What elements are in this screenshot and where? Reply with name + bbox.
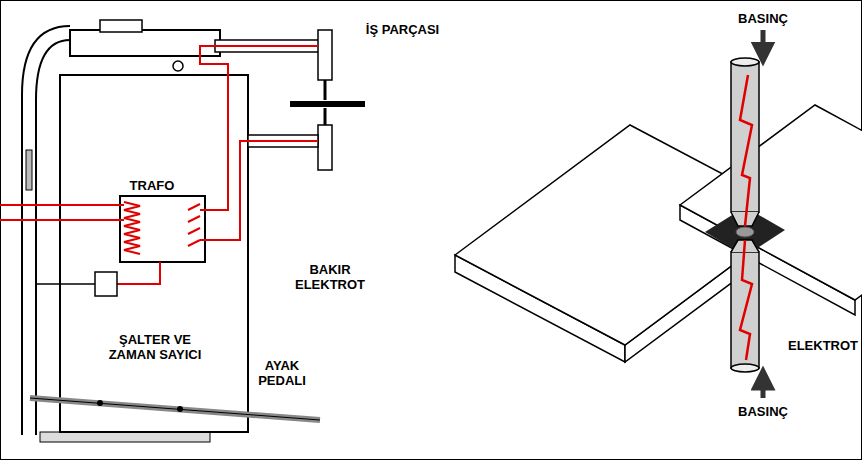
current-flash bbox=[740, 75, 752, 226]
part-label: BAKIR ELEKTROT bbox=[285, 262, 375, 292]
control-wire bbox=[36, 283, 95, 285]
air-cylinder bbox=[100, 20, 142, 32]
pedal-pin bbox=[97, 400, 103, 406]
lower-holder bbox=[318, 125, 332, 170]
current-flash bbox=[740, 240, 752, 360]
upper-holder bbox=[318, 30, 332, 80]
mains-wire bbox=[0, 219, 124, 221]
column-detail bbox=[26, 150, 32, 190]
part-label: AYAK PEDALI bbox=[252, 358, 312, 388]
top-electrode bbox=[731, 62, 759, 212]
part-label: ELEKTROT bbox=[788, 338, 858, 353]
machine-body bbox=[60, 75, 248, 432]
weld-nugget bbox=[736, 227, 754, 237]
primary-coil bbox=[124, 202, 140, 254]
foot-pedal bbox=[30, 398, 320, 420]
upper-sheet bbox=[680, 105, 862, 300]
transformer bbox=[120, 196, 205, 262]
pressure-arrow bbox=[761, 378, 766, 398]
pressure-arrow bbox=[761, 30, 766, 54]
secondary-wire bbox=[200, 141, 318, 240]
top-electrode-end bbox=[731, 58, 759, 66]
workpiece bbox=[290, 101, 365, 107]
upper-electrode bbox=[324, 80, 327, 100]
part-label: TRAFO bbox=[122, 178, 182, 193]
part-label: İŞ PARÇASI bbox=[355, 22, 450, 37]
part-label: BASINÇ bbox=[723, 11, 803, 26]
lower-electrode bbox=[324, 108, 327, 126]
control-wire bbox=[117, 262, 160, 284]
switch-box bbox=[95, 272, 117, 296]
secondary-coil bbox=[188, 204, 200, 246]
pedal-pin bbox=[177, 406, 183, 412]
foot-pedal-edge bbox=[30, 398, 320, 420]
secondary-wire bbox=[200, 46, 318, 210]
part-label: BASINÇ bbox=[723, 404, 803, 419]
machine-base bbox=[40, 432, 210, 442]
upper-head bbox=[70, 30, 220, 56]
bottom-electrode-end bbox=[731, 364, 759, 372]
part-label: ŞALTER VE ZAMAN SAYICI bbox=[100, 332, 210, 362]
mains-wire bbox=[0, 204, 124, 206]
pivot bbox=[173, 61, 183, 71]
